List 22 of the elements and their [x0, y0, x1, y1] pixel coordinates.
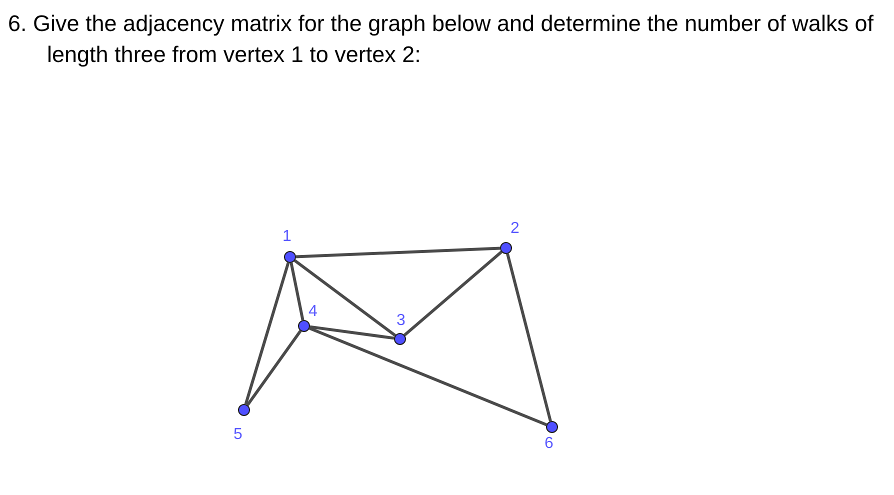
- graph-edge: [296, 246, 500, 258]
- vertex-label: 1: [282, 229, 292, 245]
- vertex-label: 4: [308, 304, 318, 320]
- graph-edge: [246, 330, 302, 406]
- vertex-label: 3: [396, 313, 406, 329]
- graph-vertex: [284, 251, 296, 263]
- question-text: 6. Give the adjacency matrix for the graph below and determine the number of walks of length three from vertex 1 to vertex 2:: [8, 10, 874, 69]
- graph-vertex: [546, 421, 558, 433]
- vertex-label: 2: [510, 221, 520, 237]
- graph-vertex: [500, 242, 512, 254]
- graph-edge: [294, 259, 396, 337]
- graph-edge: [404, 250, 502, 336]
- vertex-label: 5: [234, 427, 242, 443]
- graph-edge: [308, 326, 548, 426]
- graph-vertex: [394, 333, 406, 345]
- graph-edge: [290, 262, 304, 320]
- graph-vertex: [238, 404, 250, 416]
- vertex-label: 6: [544, 436, 554, 452]
- graph-edge: [506, 253, 552, 422]
- graph-vertex: [298, 320, 310, 332]
- graph-edge: [310, 325, 394, 340]
- graph-edge: [244, 262, 290, 405]
